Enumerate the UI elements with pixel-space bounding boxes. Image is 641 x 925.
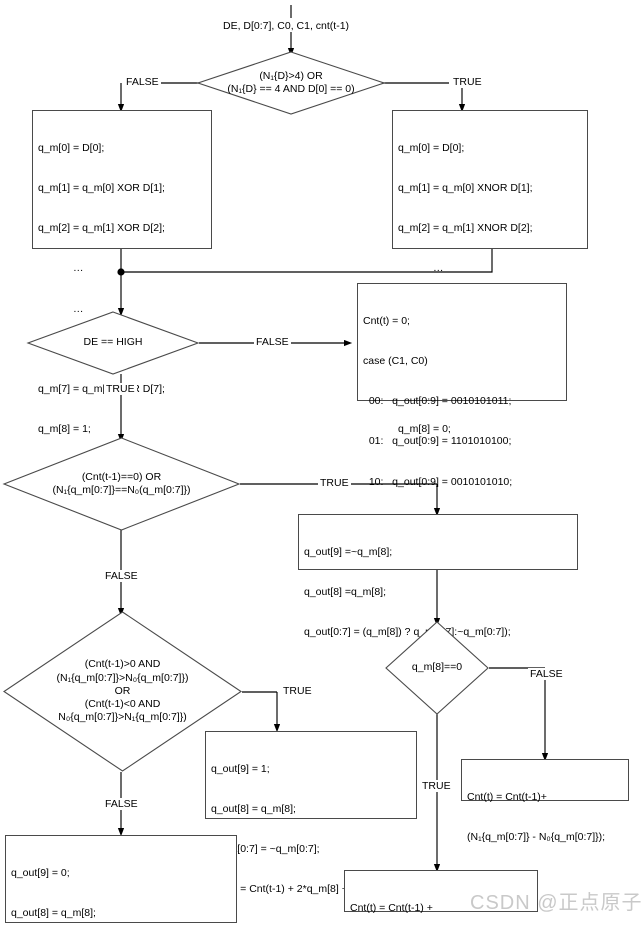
code-line: q_out[0:7] = ~q_m[0:7]; — [211, 843, 320, 856]
code-line: q_out[8] = q_m[8]; — [11, 907, 96, 920]
code-line: 00: q_out[0:9] = 0010101011; — [363, 395, 512, 408]
code-line: (N₁{q_m[0:7]} - N₀{q_m[0:7]}); — [467, 831, 606, 844]
code-line: q_m[8] = 0; — [398, 423, 451, 436]
decision-qm8-zero[interactable]: q_m[8]==0 — [385, 621, 489, 715]
process-xor-encode[interactable]: q_m[0] = D[0]; q_m[1] = q_m[0] XOR D[1];… — [32, 110, 212, 435]
code-line: q_m[8] = 1; — [38, 423, 91, 436]
decision-de-high[interactable]: DE == HIGH — [26, 311, 200, 375]
code-line: q_m[1] = q_m[0] XOR D[1]; — [38, 182, 165, 195]
code-line: q_out[9] = 1; — [211, 762, 270, 775]
edge-label-d3-false: FALSE — [103, 570, 140, 582]
code-line: q_out[8] = q_m[8]; — [211, 803, 296, 816]
edge-label-d4-true: TRUE — [281, 685, 314, 697]
code-line: 10: q_out[0:9] = 0010101010; — [363, 475, 513, 488]
edge-label-d2-true: TRUE — [104, 383, 137, 395]
watermark: CSDN @正点原子 — [470, 892, 641, 914]
edge-label-d2-false: FALSE — [254, 336, 291, 348]
process-cnt-add-n0[interactable]: Cnt(t) = Cnt(t-1) + (N₀{q_m[0:7]} - N₁{q… — [344, 870, 538, 914]
code-line: q_out[9] =~q_m[8]; — [304, 545, 393, 558]
decision-cnt-zero[interactable]: (Cnt(t-1)==0) OR(N₁{q_m[0:7]}==N₀(q_m[0:… — [2, 437, 241, 531]
code-line: case (C1, C0) — [363, 355, 428, 368]
code-line: q_m[2] = q_m[1] XOR D[2]; — [38, 222, 165, 235]
edge-label-d5-false: FALSE — [528, 668, 565, 680]
code-line: q_out[8] =q_m[8]; — [304, 586, 387, 599]
code-line: Cnt(t) = Cnt(t-1) + — [350, 901, 433, 914]
decision-bit-balance[interactable]: (N₁{D}>4) OR(N₁{D} == 4 AND D[0] == 0) — [196, 51, 386, 115]
diamond-shape — [26, 311, 200, 375]
process-cnt-add-n1[interactable]: Cnt(t) = Cnt(t-1)+ (N₁{q_m[0:7]} - N₀{q_… — [461, 759, 629, 843]
code-line: Cnt(t) = 0; — [363, 314, 410, 327]
code-line: … — [38, 302, 84, 315]
code-line: … — [398, 262, 444, 275]
code-line: q_m[2] = q_m[1] XNOR D[2]; — [398, 222, 533, 235]
code-line: (N₀{q_m[0:7]} - N₁{q_m[0:7]}); — [211, 924, 411, 925]
diamond-shape — [385, 621, 489, 715]
edge-label-d4-false: FALSE — [103, 798, 140, 810]
edge-label-d1-true: TRUE — [451, 76, 484, 88]
code-line: q_m[0] = D[0]; — [398, 141, 465, 154]
edge-label-d5-true: TRUE — [420, 780, 453, 792]
code-line: Cnt(t) = Cnt(t-1)+ — [467, 790, 547, 803]
process-qout-pass[interactable]: q_out[9] = 0; q_out[8] = q_m[8]; q_out[0… — [5, 835, 237, 923]
diamond-shape — [196, 51, 386, 115]
code-line: 01: q_out[0:9] = 1101010100; — [363, 435, 512, 448]
process-control-case[interactable]: Cnt(t) = 0; case (C1, C0) 00: q_out[0:9]… — [357, 283, 567, 568]
process-qout-invert[interactable]: q_out[9] = 1; q_out[8] = q_m[8]; q_out[0… — [205, 731, 417, 925]
code-line: q_out[9] = 0; — [11, 866, 70, 879]
diamond-shape — [3, 611, 242, 772]
process-qout-balanced[interactable]: q_out[9] =~q_m[8]; q_out[8] =q_m[8]; q_o… — [298, 514, 578, 638]
code-line: q_m[1] = q_m[0] XNOR D[1]; — [398, 182, 533, 195]
code-line: q_m[0] = D[0]; — [38, 141, 105, 154]
process-xnor-encode[interactable]: q_m[0] = D[0]; q_m[1] = q_m[0] XNOR D[1]… — [392, 110, 588, 435]
edge-label-d1-false: FALSE — [124, 76, 161, 88]
code-line: … — [38, 262, 84, 275]
flow-input-label: DE, D[0:7], C0, C1, cnt(t-1) — [223, 20, 350, 32]
edge-label-d3-true: TRUE — [318, 477, 351, 489]
diamond-shape — [2, 437, 241, 531]
